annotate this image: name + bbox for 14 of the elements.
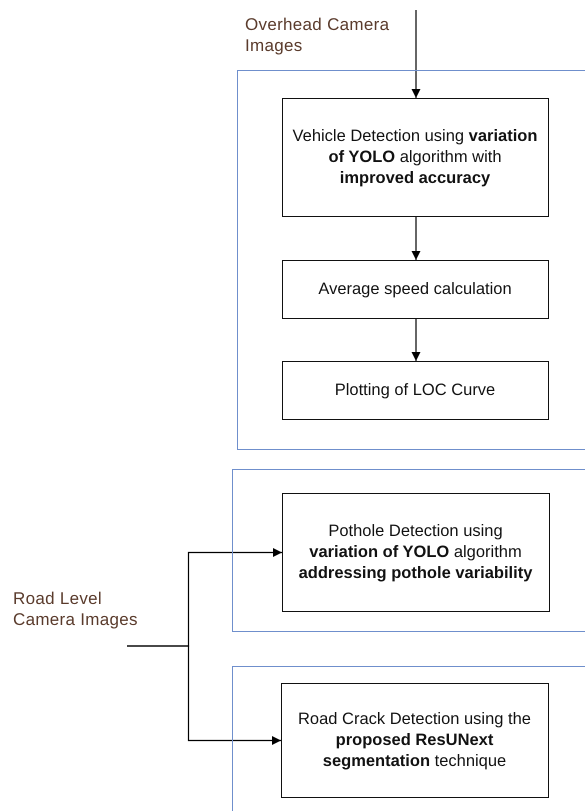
arrow: [412, 217, 420, 260]
arrow: [412, 10, 420, 98]
group-frame: [232, 666, 585, 811]
group-frame: [232, 469, 585, 632]
input-label: Overhead Camera Images: [245, 14, 390, 56]
arrow: [412, 319, 420, 361]
group-frame: [237, 70, 585, 450]
process-box: Average speed calculation: [282, 260, 548, 318]
arrow: [127, 645, 281, 745]
process-box: Plotting of LOC Curve: [282, 360, 548, 420]
process-box: Road Crack Detection using the proposed ResUNext segmentation technique: [280, 682, 548, 798]
input-label: Road Level Camera Images: [13, 588, 168, 646]
process-box: Pothole Detection using variation of YOLO algorithm addressing pothole variability: [282, 492, 550, 612]
process-box: Vehicle Detection using variation of YOLO algorithm with improved accuracy: [282, 98, 548, 216]
